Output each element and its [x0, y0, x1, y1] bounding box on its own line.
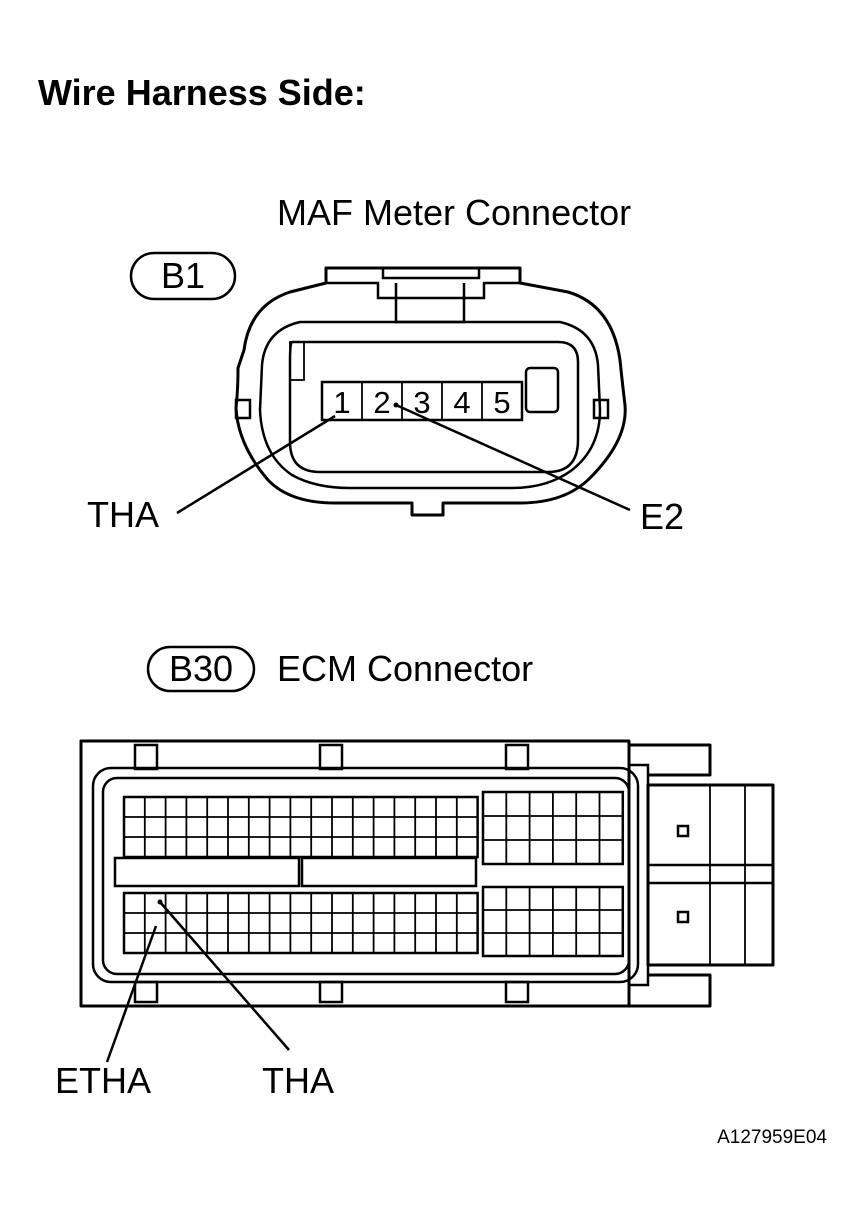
- maf-badge-label: B1: [161, 255, 205, 296]
- ecm-grid-top-left: [122, 795, 479, 859]
- maf-e2-callout: E2: [640, 496, 684, 537]
- ecm-grid-bottom-left: [122, 891, 479, 955]
- ecm-tha-leader-dot: [157, 899, 163, 905]
- maf-pin-4: 4: [453, 385, 470, 420]
- maf-connector-title: MAF Meter Connector: [277, 192, 631, 233]
- ecm-etha-leader: [105, 925, 158, 1063]
- ecm-grid-top-right: [481, 790, 625, 866]
- maf-connector-badge: B1: [129, 251, 237, 301]
- ecm-grid-bottom-right: [481, 885, 625, 958]
- ecm-tha-callout: THA: [262, 1060, 334, 1101]
- figure-code: A127959E04: [717, 1127, 827, 1148]
- maf-pin-2: 2: [373, 385, 390, 420]
- maf-e2-leader-dot: [393, 402, 399, 408]
- maf-e2-leader: [395, 403, 631, 512]
- ecm-connector-title: ECM Connector: [277, 648, 533, 689]
- ecm-terminal-grids: [122, 790, 625, 958]
- maf-tha-leader: [176, 414, 336, 515]
- page-heading: Wire Harness Side:: [38, 72, 366, 113]
- ecm-tha-leader: [159, 901, 290, 1051]
- maf-pin-5: 5: [493, 385, 510, 420]
- ecm-badge-label: B30: [169, 648, 233, 689]
- maf-pin-3: 3: [413, 385, 430, 420]
- ecm-etha-callout: ETHA: [55, 1060, 151, 1101]
- ecm-connector-badge: B30: [146, 645, 256, 693]
- maf-tha-callout: THA: [87, 494, 159, 535]
- maf-pin-1: 1: [333, 385, 350, 420]
- ecm-connector-body: [79, 739, 775, 1008]
